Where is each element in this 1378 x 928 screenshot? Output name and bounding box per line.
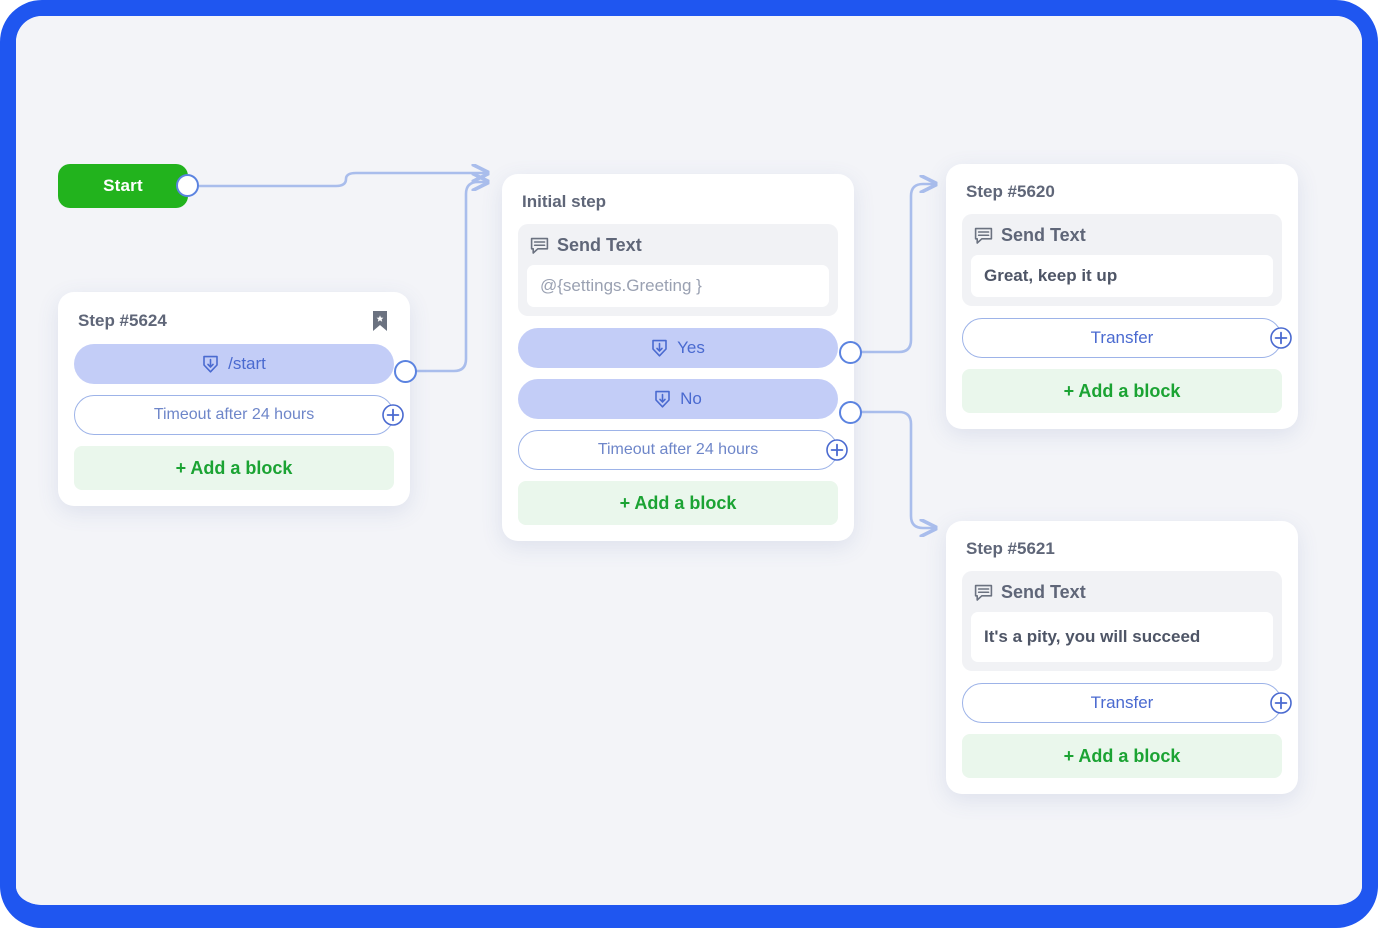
speech-bubble-icon <box>974 584 993 602</box>
start-node-label: Start <box>103 176 143 195</box>
step-card-5624[interactable]: Step #5624 /start <box>58 292 410 506</box>
command-input-icon <box>654 390 671 409</box>
card-title-5621: Step #5621 <box>946 521 1298 571</box>
transfer-block-5621[interactable]: Transfer <box>962 683 1292 723</box>
bookmark-icon[interactable] <box>370 310 390 332</box>
card-title-text: Step #5624 <box>78 311 167 330</box>
timeout-block-label: Timeout after 24 hours <box>597 441 759 458</box>
add-a-block-button-5620[interactable]: + Add a block <box>962 369 1282 413</box>
trigger-block-label: /start <box>228 354 266 373</box>
send-text-block-initial[interactable]: Send Text @{settings.Greeting } <box>518 224 838 316</box>
trigger-block-no[interactable]: No <box>518 379 838 419</box>
speech-bubble-icon <box>530 237 549 255</box>
timeout-block-initial[interactable]: Timeout after 24 hours <box>518 430 848 470</box>
card-body-5624: /start Timeout after 24 hours + Add a bl… <box>58 344 410 506</box>
card-body-5621: Send Text It's a pity, you will succeed … <box>946 571 1298 794</box>
trigger-block-label: Yes <box>677 338 705 357</box>
send-text-block-title: Send Text <box>1001 225 1086 245</box>
add-a-block-button-initial[interactable]: + Add a block <box>518 481 838 525</box>
add-a-block-button-5621[interactable]: + Add a block <box>962 734 1282 778</box>
send-text-block-5620[interactable]: Send Text Great, keep it up <box>962 214 1282 306</box>
card-title-text: Initial step <box>522 192 607 211</box>
add-a-block-label: + Add a block <box>1063 745 1181 766</box>
timeout-block-label: Timeout after 24 hours <box>153 406 315 423</box>
start-node-output-port[interactable] <box>176 174 199 197</box>
edge-start-to-initial <box>199 173 486 188</box>
send-text-block-title: Send Text <box>557 235 642 255</box>
command-input-icon <box>651 339 668 358</box>
transfer-block-5620[interactable]: Transfer <box>962 318 1292 358</box>
add-a-block-label: + Add a block <box>175 457 293 478</box>
card-title-text: Step #5620 <box>966 182 1055 201</box>
send-text-block-header: Send Text <box>962 214 1282 255</box>
speech-bubble-icon <box>974 227 993 245</box>
edge-no-to-5621 <box>861 410 934 528</box>
trigger-block-label: No <box>680 389 702 408</box>
trigger-block-start[interactable]: /start <box>74 344 394 384</box>
output-port-initial-no[interactable] <box>839 401 862 424</box>
add-plus-icon[interactable] <box>825 438 849 462</box>
timeout-block-5624[interactable]: Timeout after 24 hours <box>74 395 404 435</box>
trigger-block-yes[interactable]: Yes <box>518 328 838 368</box>
step-card-initial[interactable]: Initial step Send Text @{settings.Greeti… <box>502 174 854 541</box>
transfer-block-label: Transfer <box>1090 693 1154 712</box>
command-input-icon <box>202 355 219 374</box>
add-a-block-label: + Add a block <box>1063 380 1181 401</box>
transfer-block-label: Transfer <box>1090 328 1154 347</box>
flow-canvas[interactable]: Start Step #5624 <box>16 16 1362 905</box>
send-text-block-title: Send Text <box>1001 582 1086 602</box>
send-text-block-5621[interactable]: Send Text It's a pity, you will succeed <box>962 571 1282 671</box>
add-a-block-label: + Add a block <box>619 492 737 513</box>
add-a-block-button-5624[interactable]: + Add a block <box>74 446 394 490</box>
card-body-initial: Send Text @{settings.Greeting } Yes <box>502 224 854 541</box>
send-text-value-initial[interactable]: @{settings.Greeting } <box>527 265 829 307</box>
card-body-5620: Send Text Great, keep it up Transfer + A… <box>946 214 1298 429</box>
add-plus-icon[interactable] <box>1269 326 1293 350</box>
edge-yes-to-5620 <box>861 184 934 354</box>
add-plus-icon[interactable] <box>1269 691 1293 715</box>
send-text-value-5620[interactable]: Great, keep it up <box>971 255 1273 297</box>
card-title-initial: Initial step <box>502 174 854 224</box>
card-title-5620: Step #5620 <box>946 164 1298 214</box>
send-text-block-header: Send Text <box>518 224 838 265</box>
send-text-value-5621[interactable]: It's a pity, you will succeed <box>971 612 1273 662</box>
output-port-initial-yes[interactable] <box>839 341 862 364</box>
start-node[interactable]: Start <box>58 164 188 208</box>
output-port-5624-start[interactable] <box>394 360 417 383</box>
add-plus-icon[interactable] <box>381 403 405 427</box>
send-text-block-header: Send Text <box>962 571 1282 612</box>
step-card-5621[interactable]: Step #5621 Send Text It's a pity, you wi… <box>946 521 1298 794</box>
card-title-text: Step #5621 <box>966 539 1055 558</box>
card-title-5624: Step #5624 <box>58 292 410 344</box>
step-card-5620[interactable]: Step #5620 Send Text Great, keep it up <box>946 164 1298 429</box>
edge-5624-to-initial <box>416 182 486 373</box>
